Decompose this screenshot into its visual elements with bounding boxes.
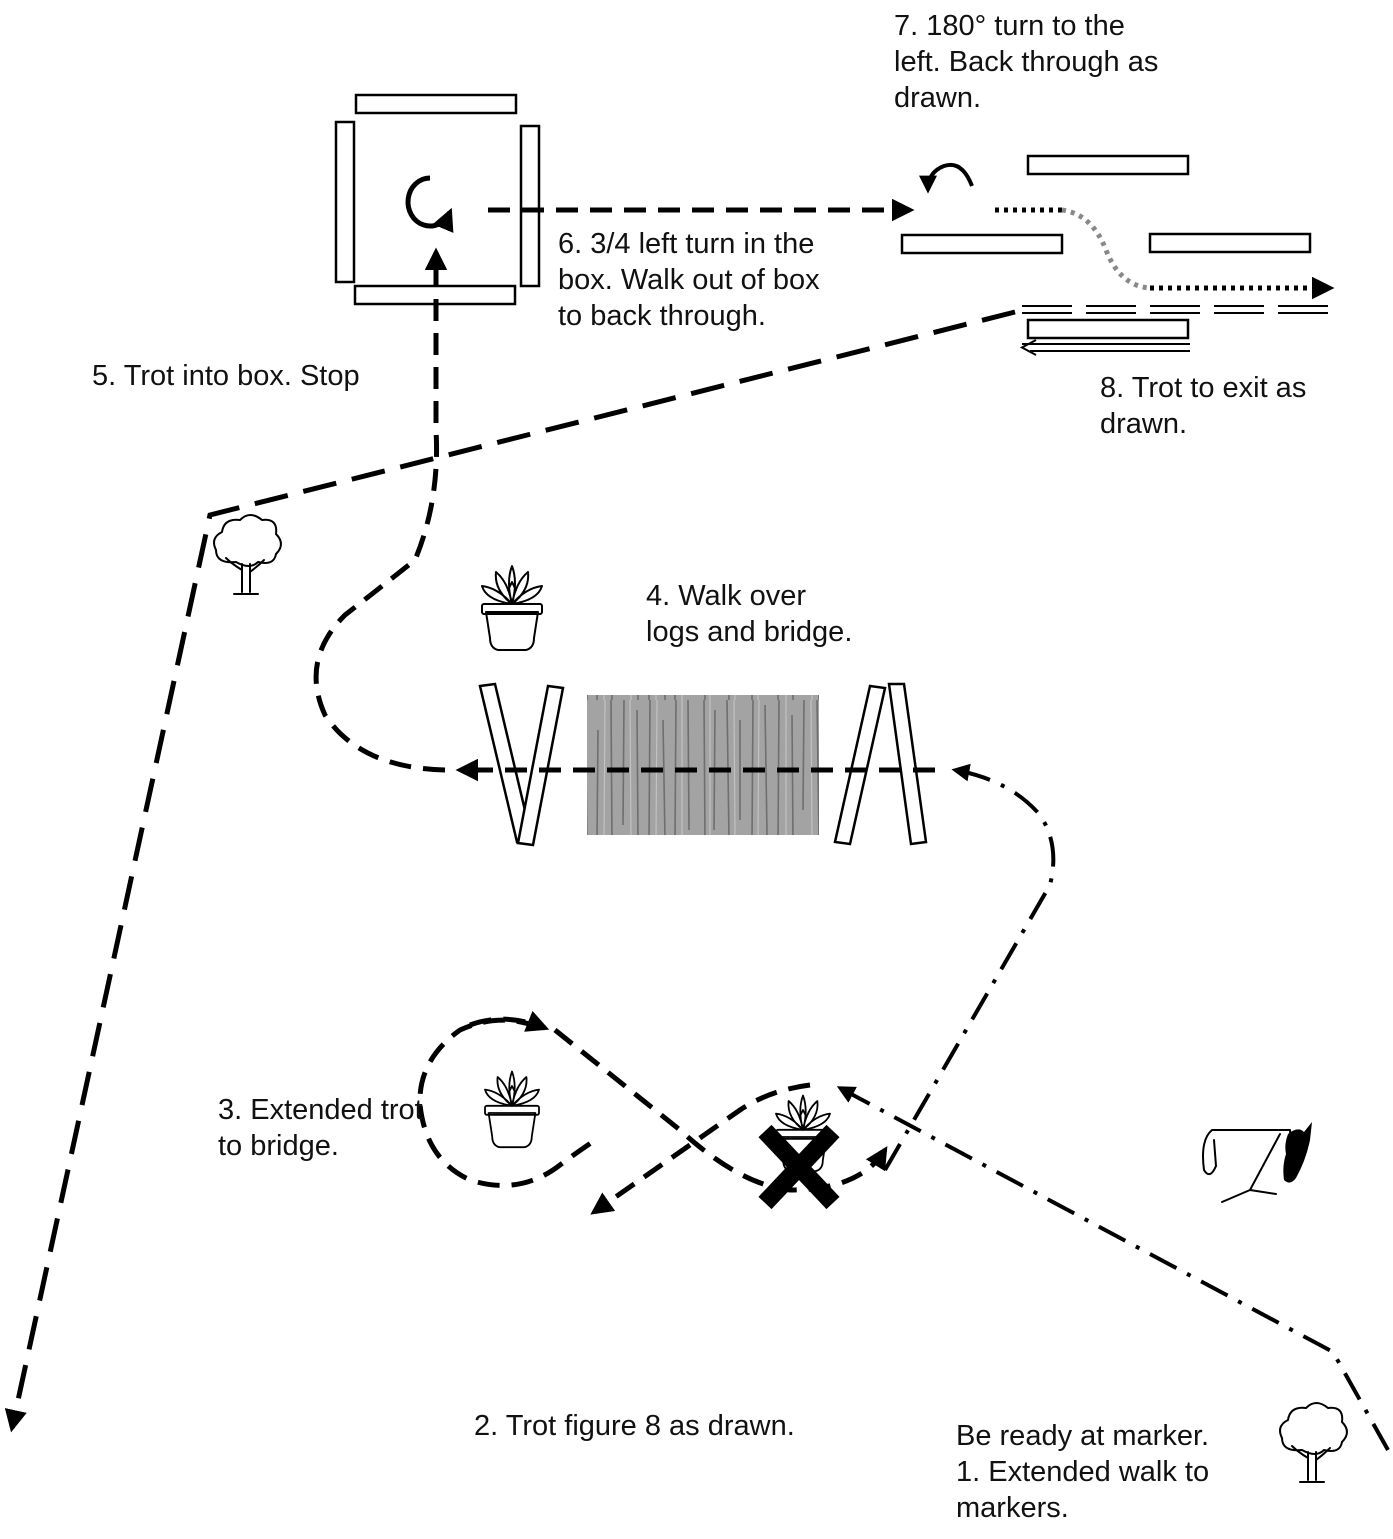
bridge-obstacle xyxy=(478,682,928,847)
step-7-label: 7. 180° turn to the left. Back through a… xyxy=(894,10,1159,114)
box-pole-top xyxy=(354,93,518,115)
step-2-label: 2. Trot figure 8 as drawn. xyxy=(474,1410,795,1442)
x-marker-icon xyxy=(758,1124,840,1210)
back-through-pole-3 xyxy=(1148,232,1312,254)
back-through-poles xyxy=(900,154,1312,340)
path-step-2-to-bridge xyxy=(883,763,1056,1172)
path-step-7-b xyxy=(1061,207,1151,291)
step-8-label: 8. Trot to exit as drawn. xyxy=(1100,372,1307,440)
horse-head-icon xyxy=(1202,1122,1312,1203)
path-step-1 xyxy=(836,1086,1390,1451)
turn-arrow-icon xyxy=(919,163,974,194)
tree-icon xyxy=(213,514,282,595)
potted-plant-icon xyxy=(484,1070,540,1149)
path-step-3 xyxy=(4,309,1016,1433)
back-through-pole-2 xyxy=(900,233,1064,255)
log-right-b xyxy=(887,682,928,846)
tree-icon xyxy=(1279,1402,1348,1483)
turn-arrow-icon xyxy=(405,175,454,233)
wooden-bridge-icon xyxy=(587,695,819,835)
step-3-label: 3. Extended trot to bridge. xyxy=(218,1094,423,1162)
step-5-label: 5. Trot into box. Stop xyxy=(92,360,360,392)
step-4-label: 4. Walk over logs and bridge. xyxy=(646,580,853,648)
path-step-5 xyxy=(313,247,448,773)
box-pole-right xyxy=(519,124,541,288)
path-step-2-figure-8-return xyxy=(590,1082,811,1215)
path-step-2-start xyxy=(469,1010,550,1032)
step-6-label: 6. 3/4 left turn in the box. Walk out of… xyxy=(558,228,820,332)
turn-box xyxy=(334,93,541,306)
back-through-pole-4 xyxy=(1026,318,1190,340)
log-left-b xyxy=(516,684,565,847)
step-1-label: Be ready at marker. 1. Extended walk to … xyxy=(956,1420,1210,1524)
path-step-2-figure-8-cross xyxy=(553,1028,888,1193)
potted-plant-icon xyxy=(481,565,543,651)
path-step-8-double-line xyxy=(1019,305,1332,356)
log-right-a xyxy=(833,684,887,846)
back-through-pole-1 xyxy=(1026,154,1190,176)
box-pole-left xyxy=(334,120,356,284)
